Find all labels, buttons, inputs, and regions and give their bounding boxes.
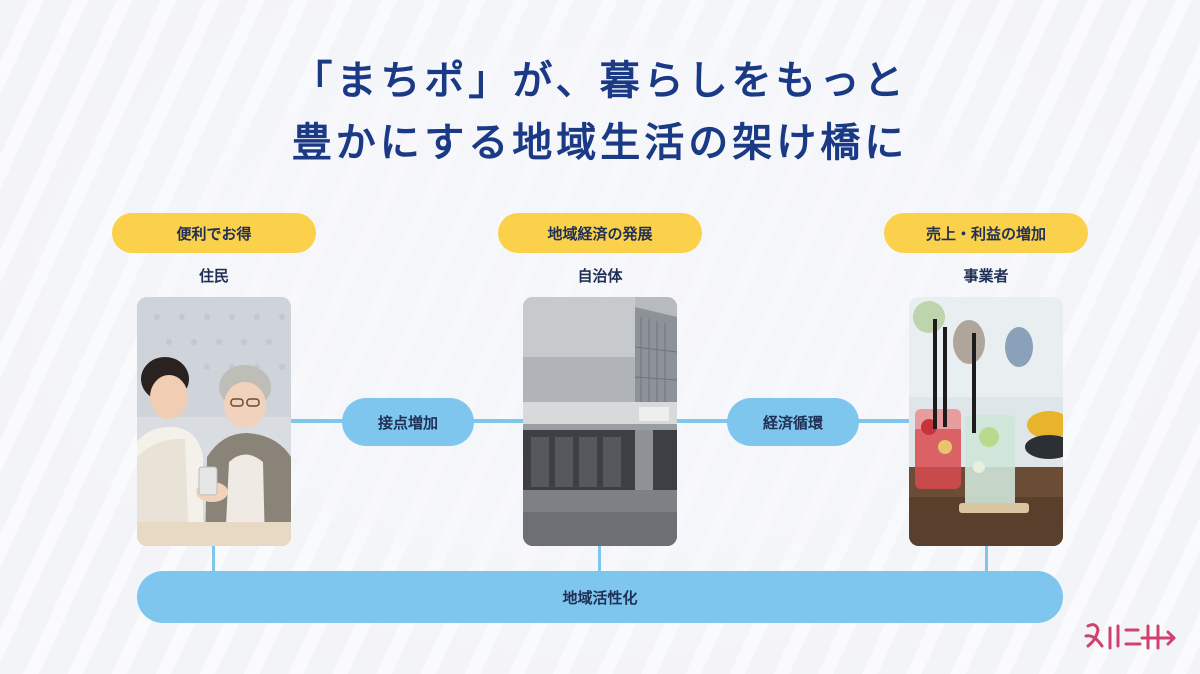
connector-residents-bottom — [212, 546, 215, 572]
title-line-2: 豊かにする地域生活の架け橋に — [291, 120, 909, 166]
brand-logo — [1082, 616, 1178, 656]
role-label-municipality: 自治体 — [577, 267, 623, 285]
page-title: 「まちポ」が、暮らしをもっと 豊かにする地域生活の架け橋に — [0, 50, 1200, 174]
cafe-drinks-photo — [909, 297, 1063, 546]
benefit-badge-residents: 便利でお得 — [112, 213, 316, 253]
connector-business-bottom — [985, 546, 988, 572]
title-line-1: 「まちポ」が、暮らしをもっと — [292, 58, 908, 104]
role-label-business: 事業者 — [963, 267, 1009, 285]
benefit-badge-business: 売上・利益の増加 — [884, 213, 1088, 253]
connector-municipality-bottom — [598, 546, 601, 572]
link-badge-contact-increase: 接点増加 — [342, 398, 474, 446]
role-label-residents: 住民 — [198, 267, 229, 285]
link-badge-economic-cycle: 経済循環 — [727, 398, 859, 446]
benefit-badge-municipality: 地域経済の発展 — [498, 213, 702, 253]
city-hall-building-photo — [523, 297, 677, 546]
residents-smartphone-photo — [137, 297, 291, 546]
regional-revitalization-bar: 地域活性化 — [137, 571, 1063, 623]
